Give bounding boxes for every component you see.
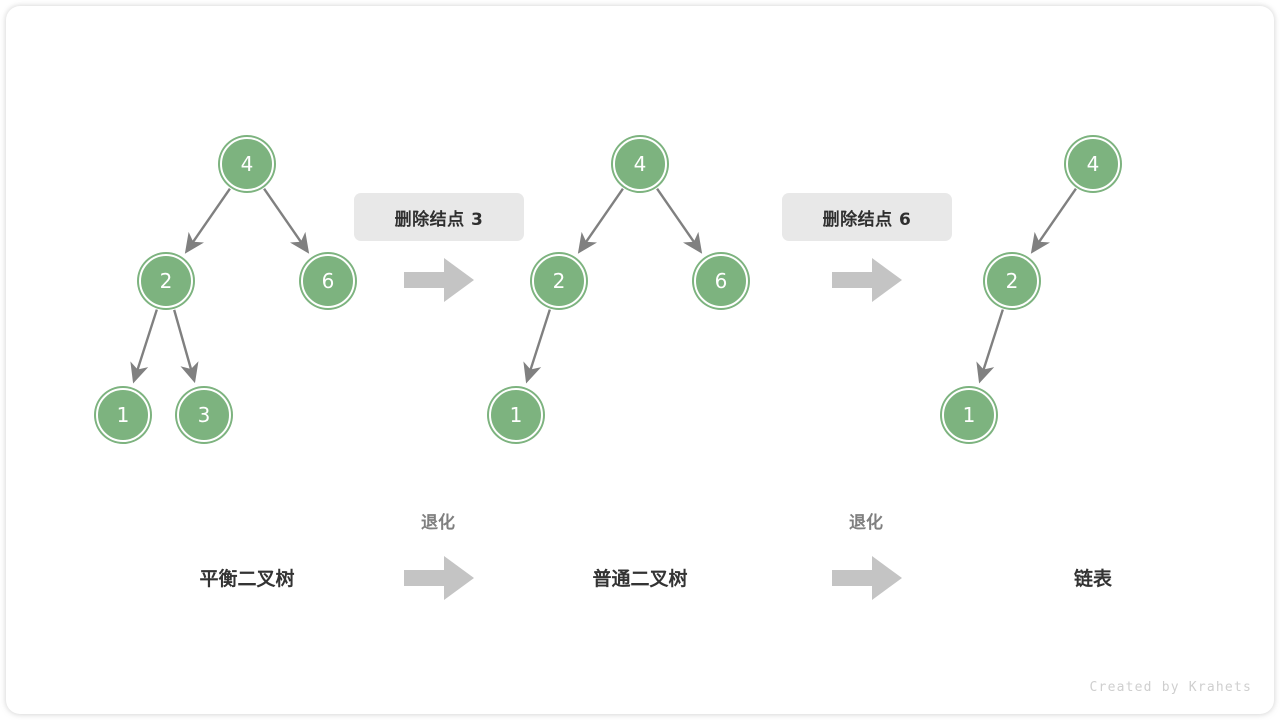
tree-edge: [173, 309, 199, 384]
tree-node-4[interactable]: 4: [613, 137, 667, 191]
tree-edge: [523, 309, 551, 384]
caption-balanced: 平衡二叉树: [199, 568, 295, 590]
diagram-card: [6, 6, 1274, 714]
step-chip-label: 删除结点 3: [394, 209, 484, 230]
watermark: Created by Krahets: [1089, 680, 1252, 695]
tree-node-2[interactable]: 2: [139, 254, 193, 308]
caption-ordinary: 普通二叉树: [592, 568, 688, 590]
tree-node-value: 4: [240, 152, 254, 176]
transition-1-label: 退化: [421, 513, 455, 533]
step-chip-label: 删除结点 6: [822, 209, 912, 230]
tree-node-6[interactable]: 6: [694, 254, 748, 308]
tree-node-value: 1: [509, 403, 523, 427]
tree-edge: [263, 187, 310, 254]
tree-node-4[interactable]: 4: [1066, 137, 1120, 191]
top-arrow-2: [832, 258, 902, 302]
transition-2-label: 退化: [849, 513, 883, 533]
tree-edges: [130, 187, 1077, 384]
tree-node-value: 2: [1005, 269, 1019, 293]
tree-node-6[interactable]: 6: [301, 254, 355, 308]
tree-node-2[interactable]: 2: [985, 254, 1039, 308]
tree-node-value: 2: [159, 269, 173, 293]
top-arrow-1: [404, 258, 474, 302]
tree-node-value: 6: [321, 269, 335, 293]
tree-node-value: 1: [962, 403, 976, 427]
tree-node-value: 2: [552, 269, 566, 293]
tree-edge: [1030, 187, 1077, 254]
tree-node-2[interactable]: 2: [532, 254, 586, 308]
tree-node-value: 4: [633, 152, 647, 176]
step-remove-6[interactable]: 删除结点 6: [782, 193, 952, 241]
caption-list: 链表: [1073, 568, 1113, 590]
tree-node-1[interactable]: 1: [942, 388, 996, 442]
tree-edge: [976, 309, 1004, 384]
tree-node-1[interactable]: 1: [489, 388, 543, 442]
tree-node-value: 1: [116, 403, 130, 427]
tree-node-4[interactable]: 4: [220, 137, 274, 191]
tree-node-1[interactable]: 1: [96, 388, 150, 442]
transition-2-arrow: [832, 556, 902, 600]
tree-node-3[interactable]: 3: [177, 388, 231, 442]
tree-node-value: 3: [197, 403, 211, 427]
transition-1-arrow: [404, 556, 474, 600]
tree-edge: [130, 309, 158, 384]
tree-edge: [184, 187, 231, 254]
tree-node-value: 6: [714, 269, 728, 293]
tree-edge: [577, 187, 624, 254]
tree-edge: [656, 187, 703, 254]
step-remove-3[interactable]: 删除结点 3: [354, 193, 524, 241]
tree-node-value: 4: [1086, 152, 1100, 176]
